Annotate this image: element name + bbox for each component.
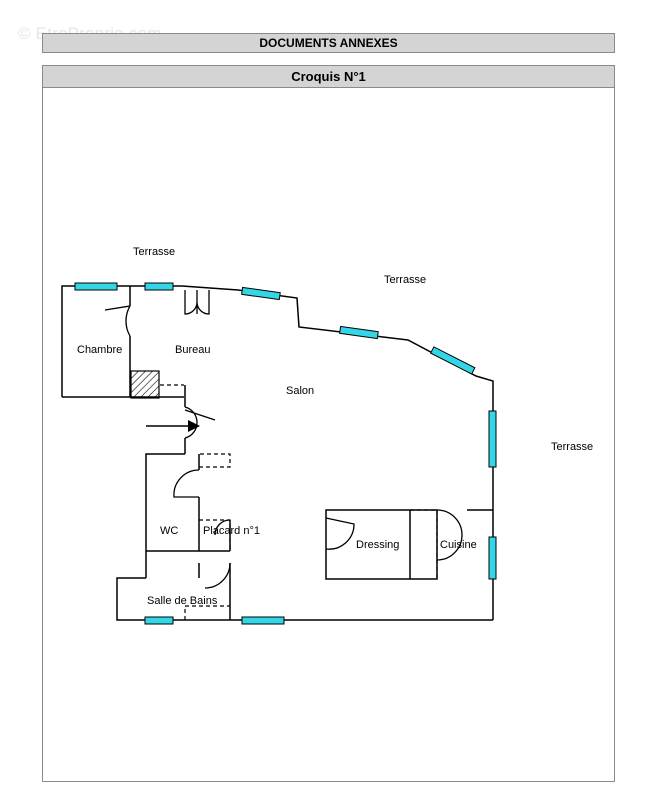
window: [339, 325, 379, 340]
placard-door: [214, 519, 231, 536]
hatched-pillar: [130, 370, 160, 399]
window: [241, 616, 285, 625]
dashed-lines: [160, 384, 438, 620]
wc-wall: [145, 453, 185, 578]
window: [74, 282, 118, 291]
entrance-arrow: [146, 420, 200, 432]
cuisine-door: [436, 509, 463, 561]
label-placard: Placard n°1: [203, 525, 260, 537]
dressing-cuisine-block: [325, 509, 438, 580]
documents-annexes-header: DOCUMENTS ANNEXES: [42, 33, 615, 53]
label-terrasse-top-left: Terrasse: [133, 246, 175, 258]
chambre-outer-wall: [61, 285, 182, 397]
label-chambre: Chambre: [77, 344, 122, 356]
label-dressing: Dressing: [356, 539, 399, 551]
label-bureau: Bureau: [175, 344, 210, 356]
bottom-wall: [116, 577, 493, 621]
dressing-door: [325, 517, 355, 550]
window: [241, 286, 281, 301]
window: [488, 536, 497, 580]
room-labels: Terrasse Terrasse Terrasse Chambre Burea…: [77, 246, 593, 607]
bureau-double-door: [184, 290, 210, 315]
label-salon: Salon: [286, 385, 314, 397]
window: [430, 346, 476, 375]
sketch-frame: Croquis N°1: [42, 65, 615, 782]
doors: [104, 290, 463, 589]
window: [144, 616, 174, 625]
label-wc: WC: [160, 525, 178, 537]
sdb-door: [204, 562, 231, 589]
entrance-door-leaf: [184, 409, 216, 421]
label-cuisine: Cuisine: [440, 539, 477, 551]
window: [488, 410, 497, 468]
window: [144, 282, 174, 291]
entrance-door: [184, 406, 198, 439]
walls: [61, 285, 494, 621]
sketch-title: Croquis N°1: [43, 66, 614, 88]
wc-door: [173, 469, 200, 498]
label-terrasse-top-right: Terrasse: [384, 274, 426, 286]
windows: [74, 282, 497, 625]
chambre-door-leaf: [104, 305, 131, 311]
chambre-door: [125, 305, 131, 337]
label-salle-de-bains: Salle de Bains: [147, 595, 218, 607]
label-terrasse-right: Terrasse: [551, 441, 593, 453]
